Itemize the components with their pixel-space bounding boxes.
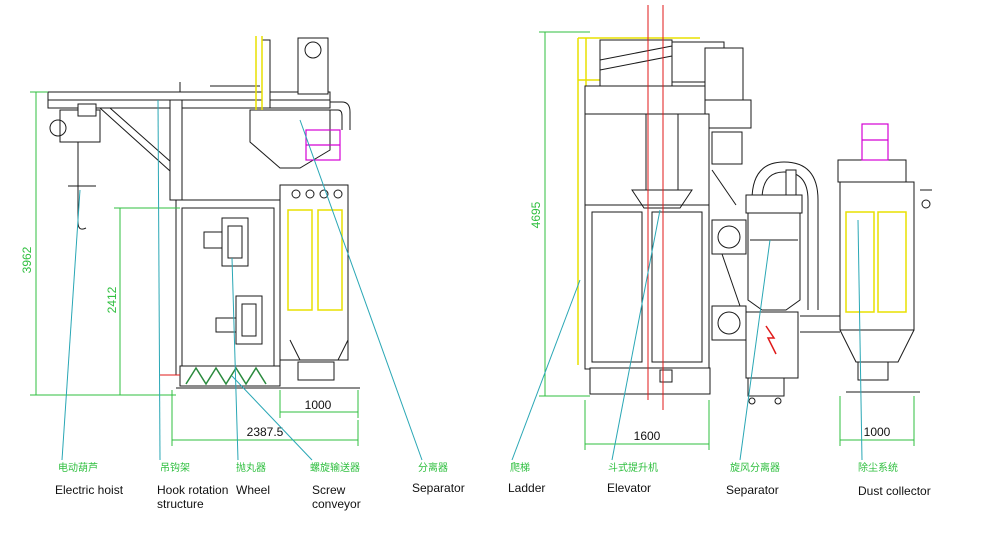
label-screw-conveyor-cn: 螺旋输送器 (310, 461, 360, 474)
right-dimensions: 1000 (839, 396, 915, 446)
electric-hoist-icon (49, 103, 101, 230)
leader-lines (61, 99, 863, 461)
dust-collector-motor-icon (861, 123, 889, 161)
dim-mid-width: 1600 (634, 429, 661, 443)
label-wheel-en: Wheel (236, 483, 270, 497)
label-ladder-en: Ladder (508, 481, 545, 495)
label-hook-rotation-en: Hook rotation structure (157, 483, 232, 511)
screw-conveyor-icon (179, 365, 281, 387)
label-separator-en: Separator (412, 481, 465, 495)
left-dimensions: 3962 2412 1000 2387.5 (20, 91, 359, 446)
label-hook-rotation-en-text: Hook rotation (157, 483, 228, 497)
label-hook-rotation-cn: 吊钩架 (160, 462, 190, 474)
dim-left-total-height: 3962 (20, 246, 34, 273)
left-machine (47, 36, 360, 389)
middle-machine (577, 5, 752, 410)
label-ladder-cn: 爬梯 (510, 461, 530, 474)
dim-left-lower-height: 2412 (105, 286, 119, 313)
wheel-icon (203, 217, 263, 345)
label-screw-conveyor-en-line1: Screw (312, 483, 346, 497)
label-cyclone-separator-cn: 旋风分离器 (730, 461, 780, 474)
cyclone-separator (745, 161, 819, 405)
label-electric-hoist-cn: 电动葫芦 (58, 461, 98, 474)
label-screw-conveyor-en-line2: conveyor (312, 497, 361, 511)
label-electric-hoist-en: Electric hoist (55, 483, 124, 497)
middle-dimensions: 4695 1600 (529, 31, 710, 450)
label-separator-cn: 分离器 (418, 461, 448, 474)
label-elevator-cn: 斗式提升机 (608, 461, 658, 474)
dim-left-total-width: 2387.5 (247, 425, 284, 439)
component-labels: 电动葫芦 Electric hoist 吊钩架 Hook rotation st… (55, 461, 931, 511)
label-cyclone-separator-en: Separator (726, 483, 779, 497)
label-dust-collector-en: Dust collector (858, 484, 931, 498)
side-wheel-icon (711, 219, 747, 341)
dust-collector (800, 123, 932, 393)
filter-valves-icon (291, 189, 343, 199)
dim-left-inner-width: 1000 (305, 398, 332, 412)
label-wheel-cn: 抛丸器 (236, 461, 266, 474)
label-hook-rotation-en-line2: structure (157, 497, 204, 511)
label-elevator-en: Elevator (607, 481, 651, 495)
label-dust-collector-cn: 除尘系统 (858, 461, 898, 474)
separator-motor-icon (305, 129, 341, 161)
dim-right-width: 1000 (864, 425, 891, 439)
dim-mid-height: 4695 (529, 201, 543, 228)
